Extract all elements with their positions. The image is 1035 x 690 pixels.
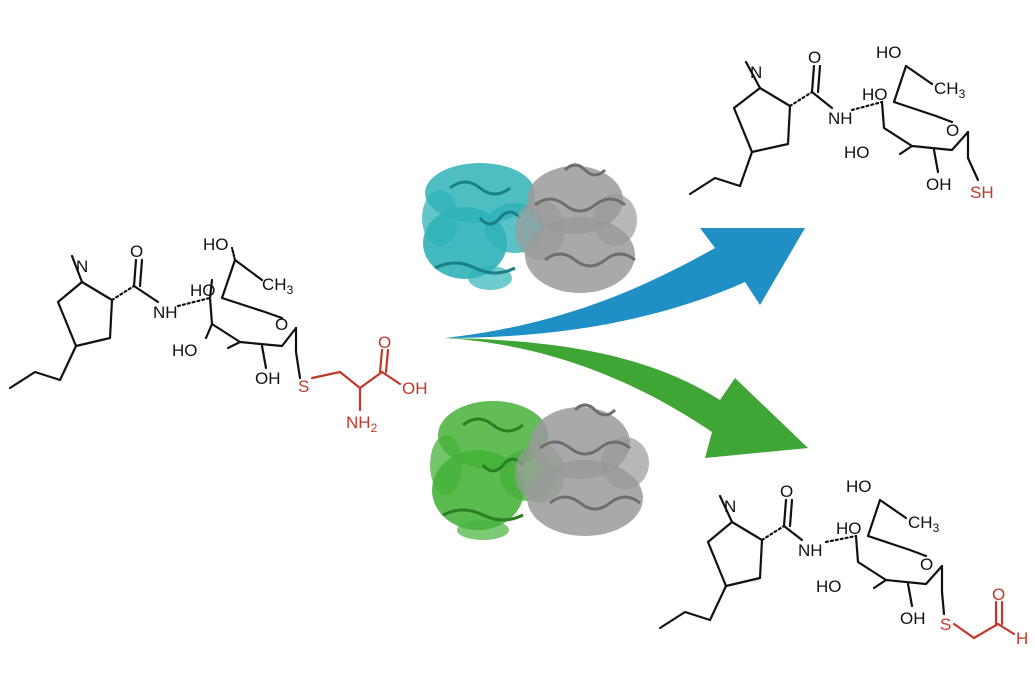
product-bottom-amide-oxygen: O xyxy=(780,482,793,501)
product-bottom-hydroxyl-left: HO xyxy=(816,577,842,596)
substrate-amine: NH2 xyxy=(346,413,378,435)
enzyme-subunit-grey-top xyxy=(515,163,637,293)
product-bottom-aldehyde-oxygen: O xyxy=(992,585,1005,604)
substrate-hydroxyl-bottom: OH xyxy=(255,369,281,388)
substrate-amide-oxygen: O xyxy=(130,242,143,261)
substrate-amide-nh: NH xyxy=(153,303,178,322)
green-arrow xyxy=(445,338,808,458)
substrate-acid-oxygen: O xyxy=(378,333,391,352)
product-bottom-molecule: N O NH HO CH3 HO O HO OH S O H xyxy=(658,477,1028,648)
product-top-n-methyl: N xyxy=(750,63,762,82)
product-top-molecule: N O NH HO CH3 HO O HO OH SH xyxy=(688,43,994,202)
substrate-acid-hydroxyl: OH xyxy=(402,379,428,398)
substrate-side-hydroxyl: HO xyxy=(203,235,229,254)
product-top-amide-nh: NH xyxy=(828,109,853,128)
product-bottom-amide-nh: NH xyxy=(798,541,823,560)
enzyme-complex-top xyxy=(422,163,637,293)
substrate-ring-oxygen: O xyxy=(275,315,288,334)
product-bottom-hydroxyl-bottom: OH xyxy=(900,609,926,628)
product-bottom-side-hydroxyl: HO xyxy=(846,477,872,496)
blue-arrow xyxy=(445,228,805,338)
product-bottom-ring-hydroxyl: HO xyxy=(836,519,862,538)
substrate-n-methyl: N xyxy=(76,257,88,276)
product-bottom-aldehyde-hydrogen: H xyxy=(1016,629,1028,648)
product-top-hydroxyl-bottom: OH xyxy=(926,175,952,194)
substrate-ring-hydroxyl: HO xyxy=(190,281,216,300)
product-top-ring-hydroxyl: HO xyxy=(862,85,888,104)
product-bottom-ring-oxygen: O xyxy=(920,555,933,574)
enzyme-complex-bottom xyxy=(430,401,649,540)
product-top-side-hydroxyl: HO xyxy=(876,43,902,62)
enzyme-subunit-grey-bottom xyxy=(515,403,649,536)
product-top-thiol: SH xyxy=(970,183,994,202)
product-top-amide-oxygen: O xyxy=(808,48,821,67)
product-bottom-sulfur: S xyxy=(940,615,951,634)
product-bottom-methyl: CH3 xyxy=(908,513,940,535)
substrate-hydroxyl-left: HO xyxy=(172,341,198,360)
substrate-molecule: N O NH HO CH3 HO O HO OH S O OH NH2 xyxy=(8,235,428,435)
substrate-sulfur: S xyxy=(298,377,309,396)
substrate-methyl: CH3 xyxy=(262,275,294,297)
product-top-methyl: CH3 xyxy=(934,79,966,101)
product-top-hydroxyl-left: HO xyxy=(844,143,870,162)
product-bottom-n-methyl: N xyxy=(724,497,736,516)
product-top-ring-oxygen: O xyxy=(946,121,959,140)
